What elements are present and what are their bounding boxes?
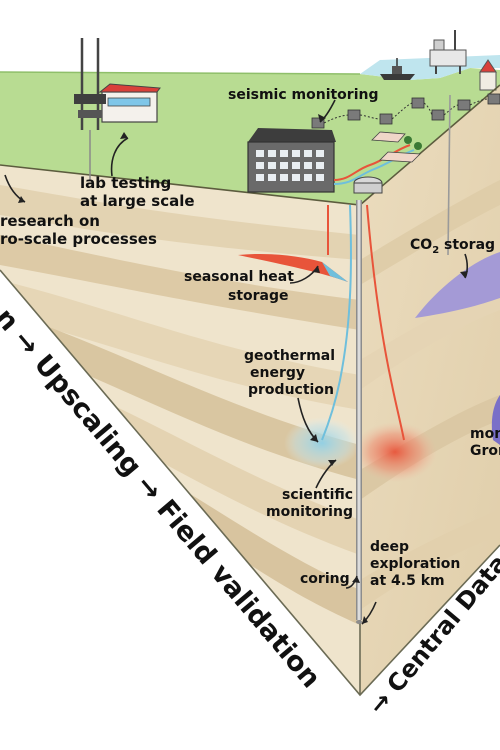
label-lab-large-scale: at large scale xyxy=(80,192,195,210)
block-edge xyxy=(0,269,500,697)
seismic-station-icon xyxy=(431,109,445,121)
label-scientific: scientific xyxy=(282,487,353,503)
label-monitoring: monitoring xyxy=(266,504,353,520)
arrow-lab xyxy=(110,137,129,177)
seismic-station-icon xyxy=(347,109,361,121)
facility-building-icon xyxy=(247,128,336,193)
soil-layer xyxy=(80,390,360,555)
arrowheads xyxy=(18,114,468,624)
label-lab-testing: lab testing xyxy=(80,174,171,192)
label-depth: at 4.5 km xyxy=(370,573,445,589)
soil-layer xyxy=(30,320,360,480)
church-icon xyxy=(479,59,497,91)
label-exploration: exploration xyxy=(370,556,460,572)
left-cross-section xyxy=(0,165,360,695)
soil-layer xyxy=(0,280,360,410)
injection-well xyxy=(321,204,352,441)
label-co2-storage: CO2 storag xyxy=(410,237,495,256)
label-micro-scale: ro-scale processes xyxy=(0,230,157,248)
label-production: production xyxy=(248,382,334,398)
soil-layer xyxy=(360,180,500,285)
label-seismic-monitoring: seismic monitoring xyxy=(228,87,379,103)
co2-subscript: 2 xyxy=(432,245,439,256)
hot-plume xyxy=(353,422,437,482)
co2-storage-text: storag xyxy=(439,237,495,253)
label-seasonal-heat: seasonal heat xyxy=(184,269,294,285)
gas-field xyxy=(491,395,500,445)
pipe-hot xyxy=(333,144,411,181)
seismic-station-icon xyxy=(411,97,425,109)
label-groningen-partial: Gron xyxy=(470,443,500,459)
soil-layer xyxy=(360,510,500,610)
label-energy: energy xyxy=(250,365,305,381)
soil-layer xyxy=(0,185,360,260)
seismic-station-icon xyxy=(457,99,471,111)
seismic-station-icon xyxy=(379,113,393,125)
label-research-on: research on xyxy=(0,212,100,230)
greenhouse-icon xyxy=(371,131,422,163)
ship-icon xyxy=(380,58,415,80)
label-geothermal: geothermal xyxy=(244,348,335,364)
soil-layer xyxy=(360,285,500,390)
label-storage: storage xyxy=(228,288,289,304)
soil-layer xyxy=(0,235,360,330)
label-coring: coring xyxy=(300,571,350,587)
lab-rig-icon xyxy=(74,38,161,180)
production-well xyxy=(366,204,405,441)
co2-text: CO xyxy=(410,237,432,253)
cold-plume xyxy=(284,417,360,469)
wellhead-tank-icon xyxy=(353,176,383,194)
heat-storage-cold xyxy=(322,262,348,282)
surface-edge xyxy=(0,71,361,75)
offshore-platform-icon xyxy=(429,30,467,74)
seismic-cable xyxy=(323,98,489,124)
deep-exploration-well xyxy=(356,200,362,624)
co2-reservoir xyxy=(415,252,500,318)
co2-well xyxy=(447,94,451,256)
label-deep: deep xyxy=(370,539,409,555)
label-monitoring-partial: mon xyxy=(470,426,500,442)
seismic-station-icon xyxy=(487,93,500,105)
